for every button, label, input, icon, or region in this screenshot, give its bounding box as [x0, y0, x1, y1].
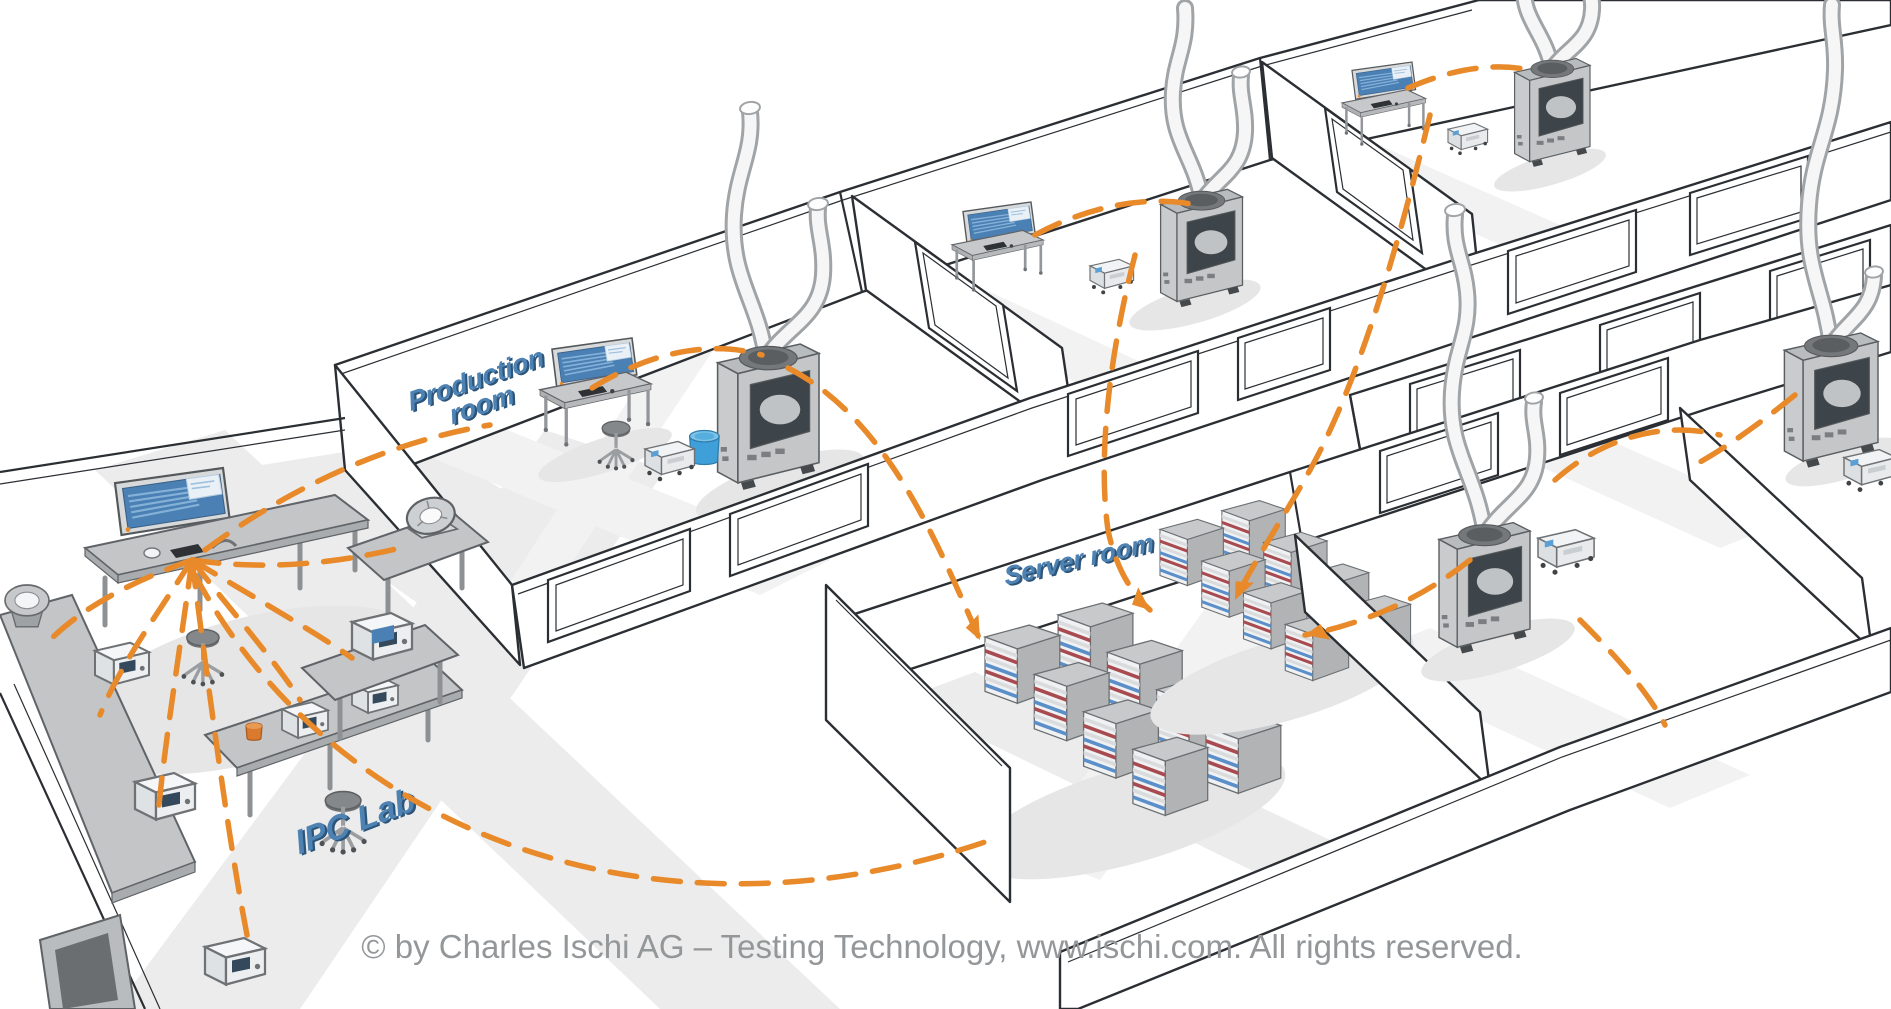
sample-jar	[245, 722, 263, 741]
lab-cabinet	[38, 913, 137, 1009]
ipc-test-cart	[1447, 122, 1489, 156]
production-room-3	[1340, 0, 1606, 192]
server-rack-cluster-1	[973, 602, 1286, 880]
divider-wall-1	[850, 194, 1078, 444]
copyright-text: © by Charles Ischi AG – Testing Technolo…	[361, 928, 1522, 965]
network-connections	[47, 64, 1798, 943]
server-wing-front-wall	[1058, 626, 1891, 1009]
lab-bench-screen	[300, 611, 460, 741]
lab-bench-drum	[346, 491, 490, 618]
tablet-press	[716, 343, 820, 491]
press-room-far-right	[1783, 0, 1891, 493]
tablet-press	[1438, 521, 1531, 655]
tablet-press	[1159, 188, 1244, 308]
keyboard	[170, 544, 204, 558]
sample-cup	[143, 547, 161, 559]
connection-arrows	[965, 581, 1331, 640]
tablet-press	[1514, 57, 1591, 168]
server-rack	[1132, 736, 1209, 817]
analyzer-screen	[372, 625, 394, 644]
server-room-left-wall	[824, 583, 1012, 904]
lab-bench-left	[0, 584, 267, 1009]
press-room-right	[1421, 202, 1595, 682]
production-room-2	[950, 0, 1261, 331]
test-instrument	[133, 771, 197, 821]
ipc-test-cart	[1537, 528, 1595, 576]
ipc-test-cart	[1843, 448, 1891, 493]
server-wing	[824, 0, 1891, 1009]
test-instrument	[93, 641, 151, 686]
test-instrument	[203, 936, 267, 986]
tablet-press	[1783, 332, 1879, 469]
